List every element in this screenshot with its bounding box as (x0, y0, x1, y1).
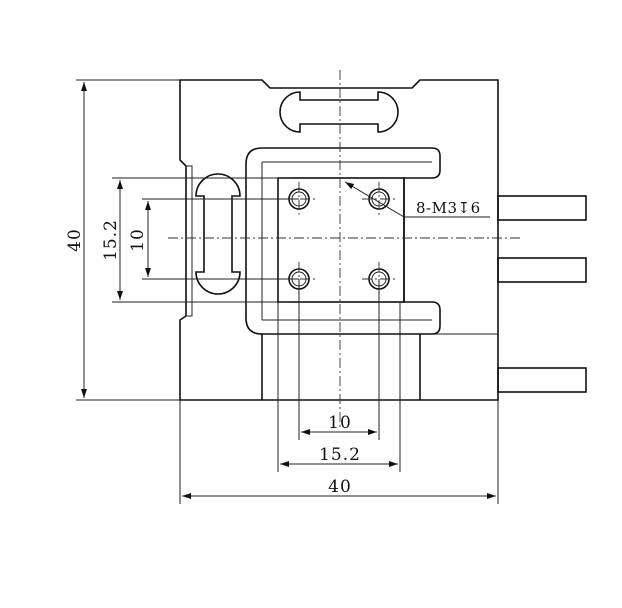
dim-overall-height: 40 (65, 228, 85, 252)
bottom-dimensions (179, 279, 499, 504)
body-outline (179, 79, 499, 401)
dim-hole-pitch-outer-v: 15.2 (101, 219, 121, 261)
top-slot (279, 91, 399, 133)
dim-overall-width: 40 (328, 477, 352, 497)
u-flexure (245, 147, 441, 335)
left-dimensions (76, 79, 299, 401)
dim-hole-pitch-outer-h: 15.2 (319, 445, 361, 465)
dim-hole-pitch-inner-v: 10 (128, 228, 148, 252)
thread-callout-label: 8-M3↧6 (416, 199, 481, 217)
mounting-block (277, 177, 405, 303)
terminal-2 (497, 257, 587, 283)
dim-hole-pitch-inner-h: 10 (328, 413, 352, 433)
terminal-1 (497, 195, 587, 221)
depth-icon: ↧ (458, 199, 471, 217)
center-lines (168, 70, 522, 430)
threaded-holes (282, 182, 396, 296)
left-slot (195, 173, 241, 295)
cable-terminals (497, 195, 587, 393)
terminal-3 (497, 367, 587, 393)
thread-callout: 8-M3↧6 (344, 181, 490, 218)
